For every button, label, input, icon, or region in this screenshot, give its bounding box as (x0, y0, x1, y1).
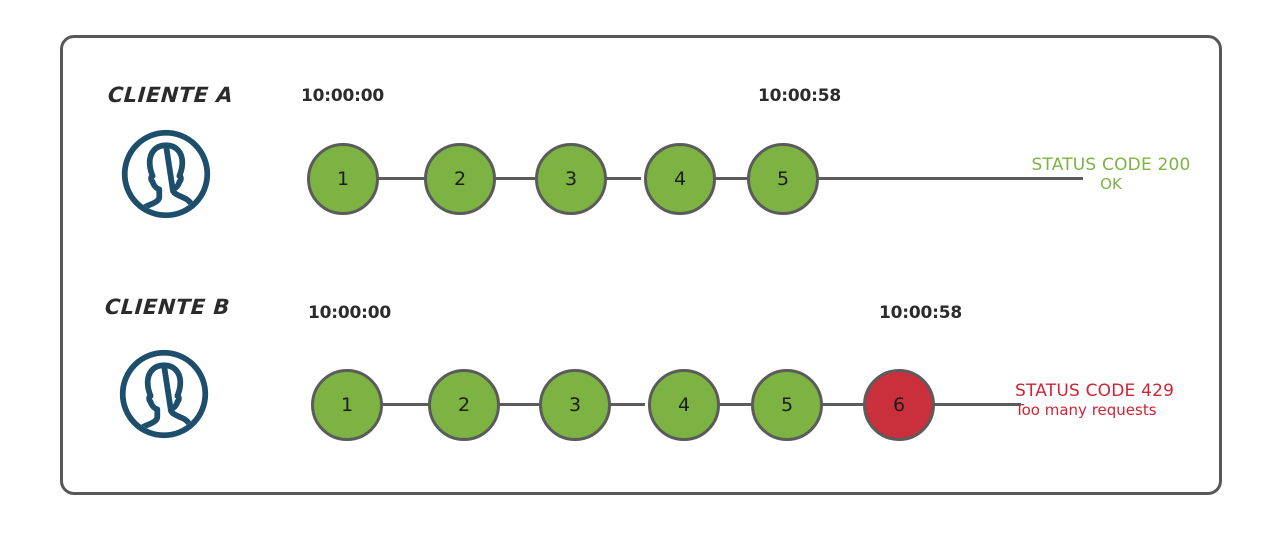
status-message-text: OK (1100, 174, 1122, 193)
request-node[interactable]: 1 (307, 143, 379, 215)
request-node[interactable]: 5 (747, 143, 819, 215)
user-avatar-icon (116, 346, 212, 442)
status-code-text: STATUS CODE 200 (1031, 155, 1191, 175)
user-avatar-icon (118, 126, 214, 222)
end-timestamp-b: 10:00:58 (879, 303, 962, 323)
start-timestamp-a: 10:00:00 (301, 86, 384, 106)
status-badge-b: STATUS CODE 429 Too many requests (1015, 381, 1215, 419)
request-node[interactable]: 2 (428, 369, 500, 441)
chain-connector (595, 403, 645, 406)
client-label-b: CLIENTE B (104, 295, 231, 319)
request-node[interactable]: 5 (751, 369, 823, 441)
request-node-blocked[interactable]: 6 (863, 369, 935, 441)
status-badge-a: STATUS CODE 200 OK (1021, 155, 1201, 193)
chain-connector (377, 403, 433, 406)
chain-connector (591, 177, 641, 180)
status-message-text: Too many requests (1015, 400, 1157, 419)
request-node[interactable]: 2 (424, 143, 496, 215)
request-chain-a: 1 2 3 4 5 (307, 143, 1083, 215)
request-chain-b: 1 2 3 4 5 6 (311, 369, 1071, 441)
chain-connector (485, 177, 535, 180)
chain-connector (697, 177, 749, 180)
request-node[interactable]: 1 (311, 369, 383, 441)
end-timestamp-a: 10:00:58 (758, 86, 841, 106)
chain-connector (701, 403, 753, 406)
request-node[interactable]: 4 (644, 143, 716, 215)
request-node[interactable]: 4 (648, 369, 720, 441)
start-timestamp-b: 10:00:00 (308, 303, 391, 323)
request-node[interactable]: 3 (539, 369, 611, 441)
status-code-text: STATUS CODE 429 (1015, 381, 1175, 401)
diagram-frame: CLIENTE A 10:00:00 10:00:58 1 (60, 35, 1222, 495)
chain-tail (933, 403, 1021, 406)
request-node[interactable]: 3 (535, 143, 607, 215)
chain-connector (373, 177, 429, 180)
chain-tail (805, 177, 1083, 180)
chain-connector (809, 403, 869, 406)
chain-connector (489, 403, 539, 406)
client-label-a: CLIENTE A (107, 83, 235, 107)
